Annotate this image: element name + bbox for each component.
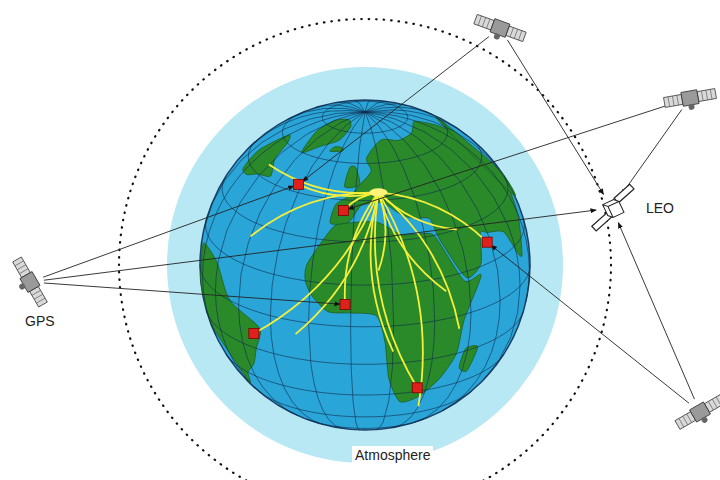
gps-satellite xyxy=(674,393,720,435)
panel-stripe xyxy=(679,418,684,427)
satellite-body xyxy=(490,19,510,38)
network-link xyxy=(378,192,385,270)
network-link xyxy=(296,192,379,334)
signal-arrow xyxy=(507,40,603,195)
continent-shape xyxy=(436,117,515,196)
solar-panel xyxy=(697,89,716,102)
ground-station xyxy=(340,299,350,309)
gps-satellite xyxy=(7,256,49,311)
panel-stripe xyxy=(510,28,513,37)
satellite-dish xyxy=(18,282,26,290)
panel-stripe xyxy=(482,17,485,26)
panel-stripe xyxy=(706,90,708,100)
signal-arrow xyxy=(491,245,689,403)
signal-arrow xyxy=(303,37,489,182)
earth-globe xyxy=(200,100,530,430)
signal-arrow xyxy=(621,109,682,195)
control-center xyxy=(369,188,387,196)
panel-stripe xyxy=(34,294,43,299)
satellite-dish xyxy=(688,103,695,110)
panel-stripe xyxy=(712,399,717,408)
ground-station xyxy=(249,329,259,339)
solar-panel xyxy=(474,14,494,30)
satellite-dish xyxy=(700,416,708,424)
panel-stripe xyxy=(487,19,490,28)
panel-stripe xyxy=(478,16,481,25)
panel-stripe xyxy=(701,91,703,101)
ground-station xyxy=(294,179,304,189)
signal-arrow xyxy=(348,102,677,209)
panel-stripe xyxy=(514,29,517,38)
network-link xyxy=(378,192,422,406)
continent-shape xyxy=(201,243,261,383)
satellite-label: GPS xyxy=(22,312,58,331)
network-link xyxy=(378,192,456,229)
panel-stripe xyxy=(668,97,670,107)
ground-station xyxy=(338,206,348,216)
ground-station xyxy=(482,237,492,247)
satellite-dish xyxy=(493,33,501,41)
satellite-body xyxy=(681,90,699,107)
panel-stripe xyxy=(518,31,521,40)
orbit-circle xyxy=(119,19,611,480)
panel-stripe xyxy=(17,265,26,270)
panel-stripe xyxy=(36,298,45,303)
graticule xyxy=(200,100,530,430)
region-label: Atmosphere xyxy=(352,446,433,465)
gps-satellite xyxy=(471,13,526,49)
panel-stripe xyxy=(708,401,713,410)
panel-stripe xyxy=(716,397,720,406)
network-links xyxy=(250,165,487,407)
panel-stripe xyxy=(710,89,712,99)
signal-arrow xyxy=(44,283,340,304)
signal-arrow xyxy=(44,210,596,280)
panel-stripe xyxy=(19,269,28,274)
panel-stripe xyxy=(15,261,24,266)
signal-rays xyxy=(43,37,694,404)
network-link xyxy=(250,192,378,236)
panel-stripe xyxy=(677,95,679,105)
panel-stripe xyxy=(687,414,692,423)
signal-arrow xyxy=(618,223,694,399)
satellite-label: LEO xyxy=(643,199,677,218)
solar-panel xyxy=(506,26,526,42)
network-link xyxy=(254,192,379,333)
gps-satellite xyxy=(663,87,718,115)
continent-shape xyxy=(243,135,290,177)
atmosphere-band xyxy=(167,67,563,463)
panel-stripe xyxy=(32,290,41,295)
satellite-body xyxy=(603,198,624,219)
signal-arrow xyxy=(43,186,294,277)
leo-satellite xyxy=(583,183,644,231)
network-link xyxy=(371,192,394,351)
network-link xyxy=(375,192,417,387)
solar-panel xyxy=(664,94,683,107)
panel-stripe xyxy=(683,416,688,425)
ground-stations xyxy=(249,179,492,392)
ground-station xyxy=(412,383,422,393)
continent-shape xyxy=(459,346,478,372)
panel-stripe xyxy=(672,96,674,106)
network-link xyxy=(378,192,446,291)
